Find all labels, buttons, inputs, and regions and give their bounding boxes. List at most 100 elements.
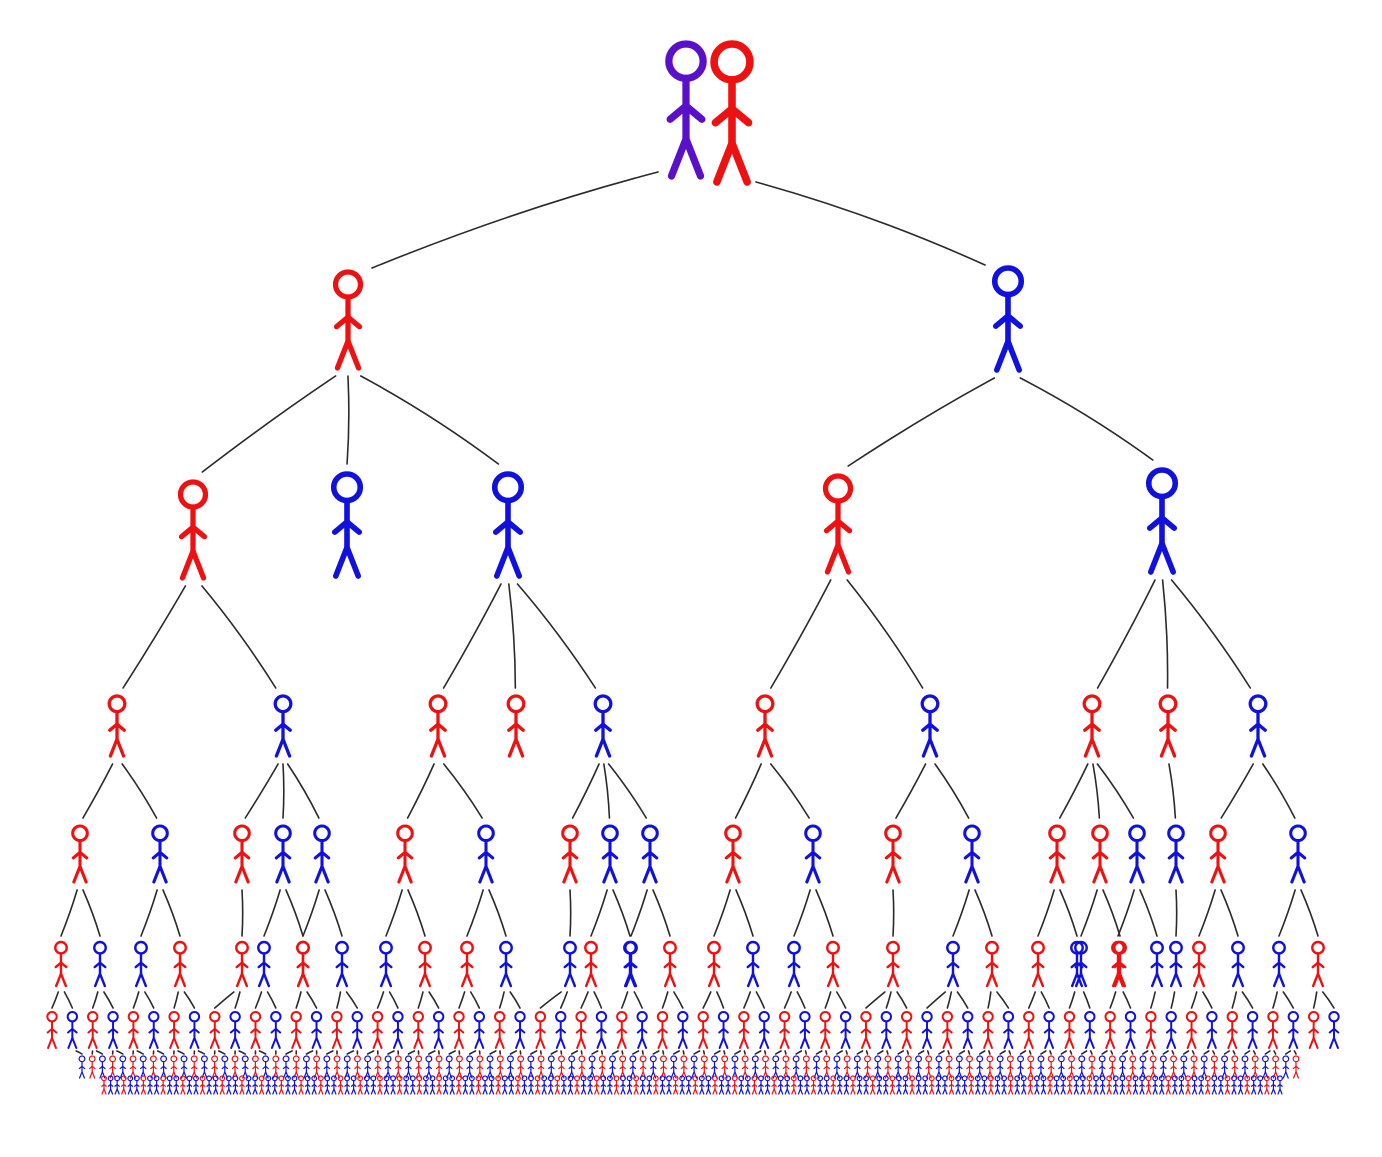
gen8-person-34 xyxy=(324,1075,331,1095)
gen7-edge-59 xyxy=(682,1050,685,1055)
gen6-female-person-56 xyxy=(1185,1011,1198,1049)
gen7-person-31 xyxy=(394,1055,402,1079)
gen8-person-117 xyxy=(869,1075,876,1095)
gen7-edge-115 xyxy=(1252,1050,1256,1055)
gen7-person-69 xyxy=(782,1055,790,1079)
gen5-edge-32 xyxy=(1198,889,1216,937)
gen8-person-44 xyxy=(390,1075,397,1095)
gen3-edge-6 xyxy=(846,579,924,689)
gen7-edge-104 xyxy=(1142,1050,1149,1055)
gen7-person-60 xyxy=(690,1055,698,1079)
gen8-person-25 xyxy=(265,1075,272,1095)
gen6-edge-19 xyxy=(428,991,440,1009)
gen6-edge-10 xyxy=(254,991,263,1009)
gen2-edge-2 xyxy=(360,375,500,465)
gen8-person-9 xyxy=(160,1075,167,1095)
gen6-edge-4 xyxy=(132,991,140,1009)
gen8-person-42 xyxy=(376,1075,383,1095)
gen8-person-121 xyxy=(896,1075,902,1095)
gen6-edge-61 xyxy=(1282,991,1295,1009)
gen8-person-169 xyxy=(1211,1075,1218,1095)
gen6-male-person-25 xyxy=(555,1011,567,1049)
gen6-female-person-0 xyxy=(46,1011,58,1049)
gen8-person-96 xyxy=(731,1075,738,1095)
gen1-male-person-1 xyxy=(991,265,1025,373)
gen8-person-131 xyxy=(961,1075,968,1095)
gen6-edge-22 xyxy=(498,991,505,1009)
gen6-edge-58 xyxy=(1231,991,1238,1009)
gen4-edge-10 xyxy=(734,763,762,819)
gen8-person-115 xyxy=(856,1075,863,1095)
gen7-edge-102 xyxy=(1121,1050,1129,1055)
gen8-person-87 xyxy=(672,1075,679,1095)
gen4-edge-19 xyxy=(1262,763,1296,819)
founder-purple-person-icon xyxy=(665,40,707,180)
gen8-person-153 xyxy=(1106,1075,1113,1095)
gen8-person-41 xyxy=(370,1075,377,1095)
gen5-male-person-16 xyxy=(624,940,638,988)
gen7-edge-77 xyxy=(865,1050,869,1055)
gen7-person-85 xyxy=(945,1055,953,1079)
gen8-person-143 xyxy=(1040,1075,1047,1095)
gen6-edge-60 xyxy=(1272,991,1278,1009)
gen7-person-40 xyxy=(486,1055,494,1079)
gen6-female-person-32 xyxy=(697,1011,709,1049)
gen6-male-person-47 xyxy=(1002,1011,1015,1049)
gen5-edge-29 xyxy=(1117,889,1135,937)
gen4-edge-17 xyxy=(1168,763,1177,819)
gen3-female-person-5 xyxy=(755,694,775,758)
gen7-person-56 xyxy=(649,1055,657,1079)
gen6-edge-43 xyxy=(926,991,947,1009)
gen8-person-33 xyxy=(317,1075,324,1095)
gen7-edge-79 xyxy=(886,1050,889,1055)
gen5-male-person-9 xyxy=(379,940,393,988)
gen7-person-104 xyxy=(1139,1055,1147,1079)
gen8-person-111 xyxy=(830,1075,837,1095)
gen5-male-person-30 xyxy=(1150,940,1164,988)
gen5-male-person-8 xyxy=(335,940,349,988)
gen6-female-person-52 xyxy=(1104,1011,1116,1049)
gen5-edge-6 xyxy=(285,889,304,937)
gen7-person-22 xyxy=(302,1055,310,1079)
gen7-person-35 xyxy=(435,1055,443,1079)
gen8-person-61 xyxy=(501,1075,508,1095)
gen8-person-27 xyxy=(278,1075,285,1095)
gen8-person-43 xyxy=(383,1075,390,1095)
gen5-male-person-13 xyxy=(563,940,577,988)
gen6-edge-13 xyxy=(306,991,318,1009)
gen8-person-52 xyxy=(442,1075,449,1095)
gen7-person-38 xyxy=(466,1055,474,1079)
gen7-edge-8 xyxy=(156,1050,165,1055)
gen7-person-64 xyxy=(731,1055,739,1079)
gen7-edge-14 xyxy=(218,1050,226,1055)
gen8-person-17 xyxy=(212,1075,219,1095)
gen5-edge-1 xyxy=(82,889,101,937)
gen8-person-76 xyxy=(600,1075,607,1095)
gen7-edge-109 xyxy=(1191,1050,1195,1055)
gen8-person-93 xyxy=(712,1075,718,1095)
gen5-edge-0 xyxy=(60,889,78,937)
gen7-person-107 xyxy=(1170,1055,1178,1079)
gen6-edge-29 xyxy=(633,991,643,1009)
gen7-edge-81 xyxy=(906,1050,910,1055)
gen5-edge-19 xyxy=(735,889,754,937)
gen8-person-57 xyxy=(475,1075,482,1095)
gen7-edge-96 xyxy=(1060,1050,1068,1055)
gen7-edge-93 xyxy=(1028,1050,1032,1055)
gen7-edge-84 xyxy=(938,1050,945,1055)
gen8-person-100 xyxy=(758,1075,764,1095)
gen8-person-92 xyxy=(705,1075,712,1095)
gen6-edge-26 xyxy=(580,991,589,1009)
gen5-edge-5 xyxy=(263,889,281,937)
gen7-edge-98 xyxy=(1080,1050,1088,1055)
gen7-person-78 xyxy=(874,1055,882,1079)
gen7-edge-90 xyxy=(999,1050,1006,1055)
gen7-edge-71 xyxy=(804,1050,808,1055)
gen4-edge-18 xyxy=(1220,763,1254,819)
gen6-female-person-26 xyxy=(575,1011,587,1049)
gen6-edge-44 xyxy=(946,991,953,1009)
gen5-edge-28 xyxy=(1102,889,1121,937)
gen5-female-person-11 xyxy=(460,940,474,988)
gen7-person-12 xyxy=(200,1055,208,1079)
gen7-edge-62 xyxy=(713,1050,721,1055)
